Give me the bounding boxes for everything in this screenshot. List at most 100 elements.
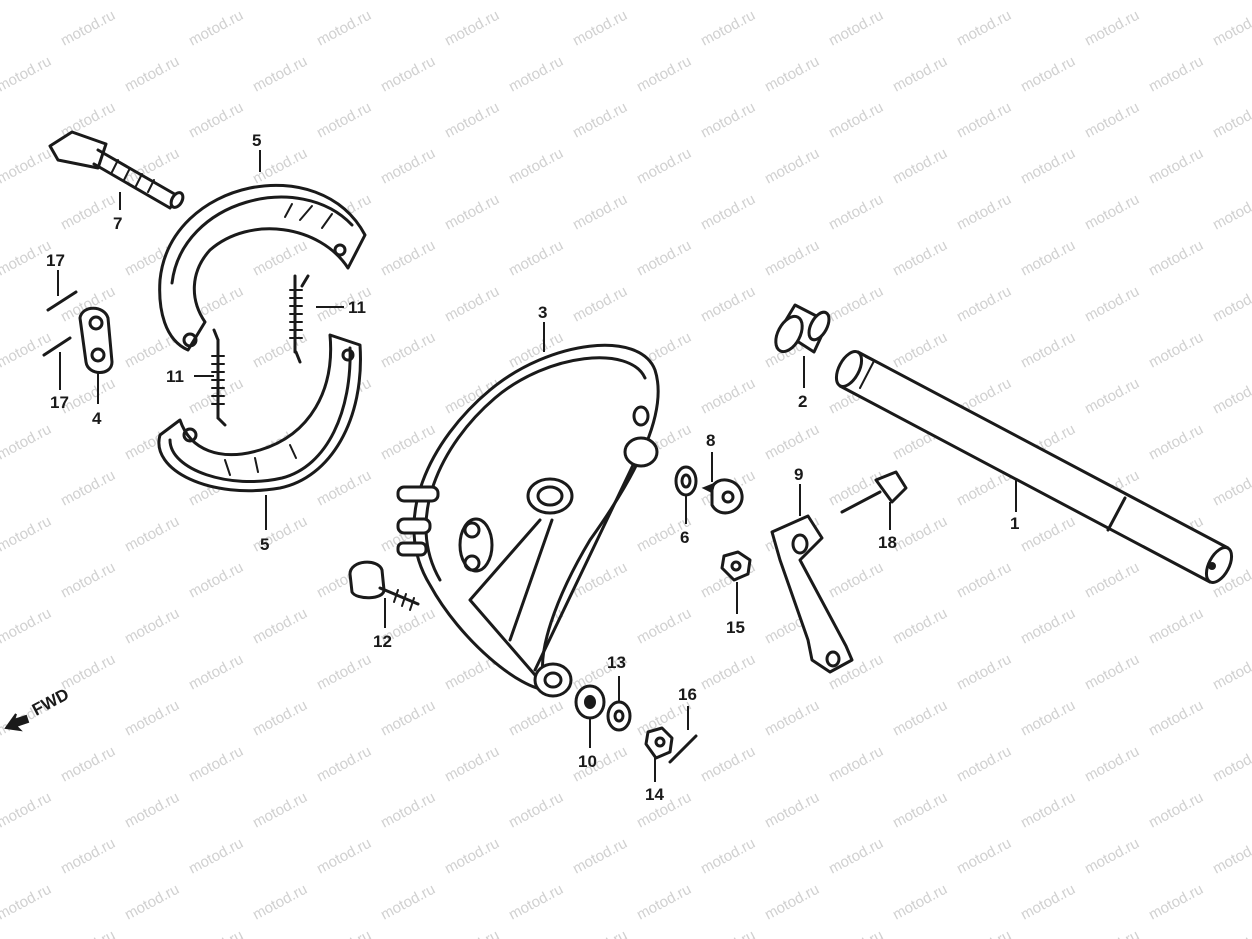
watermark-text: motod.ru (634, 0, 694, 4)
watermark-text: motod.ru (634, 881, 694, 924)
watermark-text: motod.ru (1146, 789, 1206, 832)
watermark-text: motod.ru (890, 881, 950, 924)
watermark-text: motod.ru (1146, 697, 1206, 740)
watermark-text: motod.ru (58, 467, 118, 510)
watermark-text: motod.ru (890, 53, 950, 96)
callout-8: 8 (706, 431, 715, 450)
watermark-text: motod.ru (1146, 881, 1206, 924)
watermark-text: motod.ru (506, 0, 566, 4)
collar (774, 303, 831, 354)
watermark-text: motod.ru (1018, 237, 1078, 280)
watermark-text: motod.ru (762, 237, 822, 280)
watermark-text: motod.ru (762, 0, 822, 4)
callout-labels: 1 2 3 4 5 5 6 7 8 9 10 11 11 12 13 14 15… (46, 131, 1019, 804)
watermark-text: motod.ru (0, 53, 54, 96)
watermark-text: motod.ru (1146, 329, 1206, 372)
watermark-text: motod.ru (250, 881, 310, 924)
thrust-washer (606, 700, 632, 732)
callout-13: 13 (607, 653, 626, 672)
watermark-text: motod.ru (954, 191, 1014, 234)
callout-18: 18 (878, 533, 897, 552)
watermark-text: motod.ru (378, 237, 438, 280)
watermark-text: motod.ru (1018, 605, 1078, 648)
watermark-text: motod.ru (698, 7, 758, 50)
watermark-text: motod.ru (570, 283, 630, 326)
watermark-text: motod.ru (634, 605, 694, 648)
castle-nut (644, 726, 674, 760)
watermark-text: motod.ru (762, 421, 822, 464)
watermark-text: motod.ru (762, 881, 822, 924)
watermark-text: motod.ru (890, 605, 950, 648)
watermark-text: motod.ru (58, 559, 118, 602)
watermark-text: motod.ru (314, 99, 374, 142)
brake-arm (770, 514, 854, 674)
watermark-text: motod.ru (0, 0, 54, 4)
watermark-text: motod.ru (1082, 283, 1142, 326)
callout-6: 6 (680, 528, 689, 547)
watermark-text: motod.ru (250, 145, 310, 188)
callout-7: 7 (113, 214, 122, 233)
fwd-label: FWD (29, 685, 72, 720)
watermark-text: motod.ru (442, 927, 502, 939)
watermark-text: motod.ru (890, 329, 950, 372)
watermark-text: motod.ru (58, 835, 118, 878)
watermark-text: motod.ru (1018, 145, 1078, 188)
watermark-text: motod.ru (890, 697, 950, 740)
watermark-text: motod.ru (58, 651, 118, 694)
watermark-text: motod.ru (826, 835, 886, 878)
shoe-spring-right (289, 274, 310, 364)
watermark-text: motod.ru (442, 835, 502, 878)
watermark-text: motod.ru (1210, 651, 1252, 694)
shoe-spring-left (211, 328, 227, 427)
watermark-text: motod.ru (890, 145, 950, 188)
leader-lines (57, 150, 1017, 782)
watermark-text: motod.ru (1018, 789, 1078, 832)
watermark-text: motod.ru (698, 835, 758, 878)
watermark-text: motod.ru (186, 7, 246, 50)
callout-5-lower: 5 (260, 535, 269, 554)
watermark-text: motod.ru (1210, 927, 1252, 939)
callout-9: 9 (794, 465, 803, 484)
cotter-pin-16 (668, 734, 698, 764)
watermark-text: motod.ru (570, 835, 630, 878)
watermark-text: motod.ru (1018, 881, 1078, 924)
watermark-text: motod.ru (442, 283, 502, 326)
watermark-text: motod.ru (570, 99, 630, 142)
watermark-text: motod.ru (954, 651, 1014, 694)
watermark-text: motod.ru (890, 789, 950, 832)
watermark-text: motod.ru (58, 927, 118, 939)
watermark-text: motod.ru (1146, 53, 1206, 96)
watermark-text: motod.ru (250, 0, 310, 4)
watermark-text: motod.ru (250, 789, 310, 832)
brake-shoe-lower (157, 333, 362, 493)
watermark-text: motod.ru (890, 513, 950, 556)
watermark-text: motod.ru (58, 191, 118, 234)
watermark-text: motod.ru (826, 7, 886, 50)
watermark-text: motod.ru (506, 881, 566, 924)
brake-shoe-upper (158, 183, 367, 352)
watermark-text: motod.ru (698, 651, 758, 694)
watermark-text: motod.ru (1018, 53, 1078, 96)
watermark-text: motod.ru (122, 605, 182, 648)
watermark-text: motod.ru (1146, 237, 1206, 280)
watermark-text: motod.ru (1082, 651, 1142, 694)
watermark-text: motod.ru (250, 697, 310, 740)
watermark-text: motod.ru (186, 927, 246, 939)
watermark-text: motod.ru (122, 789, 182, 832)
arm-bolt (840, 470, 908, 514)
watermark-text: motod.ru (314, 927, 374, 939)
watermark-text: motod.ru (122, 697, 182, 740)
watermark-text: motod.ru (1018, 329, 1078, 372)
watermark-text: motod.ru (1146, 421, 1206, 464)
brake-panel (396, 343, 660, 698)
watermark-text: motod.ru (954, 99, 1014, 142)
shoe-plate (78, 306, 114, 374)
watermark-text: motod.ru (0, 513, 54, 556)
watermark-text: motod.ru (442, 191, 502, 234)
watermark-text: motod.ru (1146, 0, 1206, 4)
watermark-text: motod.ru (506, 237, 566, 280)
watermark-text: motod.ru (378, 881, 438, 924)
watermark-text: motod.ru (0, 421, 54, 464)
watermark-text: motod.ru (1146, 605, 1206, 648)
